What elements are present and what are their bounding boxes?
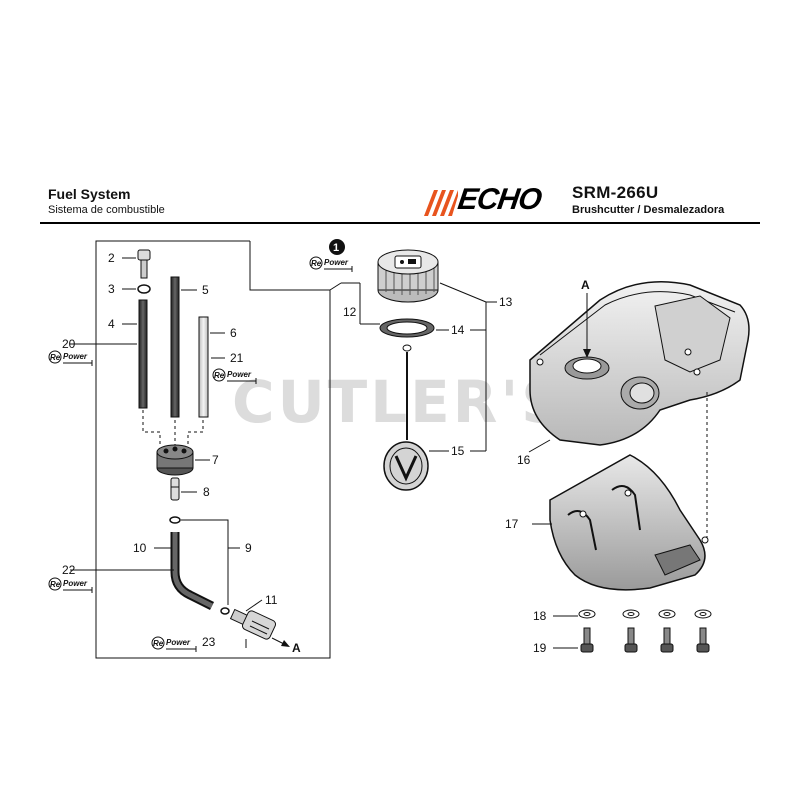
part-19-screws (580, 627, 710, 653)
header-divider (40, 222, 760, 224)
callout-4: 4 (108, 317, 115, 331)
callout-19: 19 (533, 641, 547, 655)
svg-text:Power: Power (324, 258, 349, 267)
part-4-fuel-line (138, 299, 148, 409)
marker-a-tank: A (581, 278, 590, 292)
left-group-frame (95, 240, 331, 659)
part-6-fuel-line (198, 316, 209, 418)
part-8-fitting (170, 477, 180, 501)
marker-a-tank-group: A (581, 278, 591, 358)
svg-text:Re: Re (50, 580, 61, 589)
callout-13: 13 (499, 295, 513, 309)
svg-text:Power: Power (227, 370, 252, 379)
section-title: Fuel System (48, 186, 131, 202)
callout-11: 11 (265, 593, 278, 607)
svg-text:Re: Re (311, 259, 322, 268)
repower-badge-1: 1 Re Power (309, 239, 353, 272)
callout-20: 20 (62, 337, 76, 351)
part-7-grommet (156, 444, 194, 476)
repower-badge-23: Re Power (151, 636, 197, 652)
callout-17: 17 (505, 517, 519, 531)
part-9-o-ring (169, 516, 181, 524)
callout-22: 22 (62, 563, 76, 577)
section-subtitle: Sistema de combustible (48, 204, 165, 216)
svg-text:Re: Re (50, 353, 61, 362)
repower-badge-20: Re Power (48, 350, 93, 366)
svg-text:Re: Re (153, 639, 164, 648)
callout-2: 2 (108, 251, 115, 265)
callout-21: 21 (230, 351, 244, 365)
model-number: SRM-266U (572, 183, 659, 202)
callout-12: 12 (343, 305, 357, 319)
assembly-dashes (142, 410, 204, 445)
callout-8: 8 (203, 485, 210, 499)
part-11-fuel-filter (220, 607, 277, 640)
callout-6: 6 (230, 326, 237, 340)
part-3-o-ring (137, 284, 151, 294)
svg-text:Power: Power (63, 352, 88, 361)
callout-10: 10 (133, 541, 147, 555)
repower-badge-22: Re Power (48, 577, 93, 593)
callout-1: 1 (333, 242, 339, 254)
callout-18: 18 (533, 609, 547, 623)
part-12-fuel-cap (377, 249, 439, 303)
part-5-fuel-line (170, 276, 180, 418)
callout-14: 14 (451, 323, 465, 337)
watermark: CUTLER'S (232, 368, 566, 436)
callout-9: 9 (245, 541, 252, 555)
part-14-gasket (379, 318, 435, 338)
echo-logo-stripes (424, 190, 458, 216)
svg-text:Re: Re (214, 371, 225, 380)
arrow-to-a (271, 637, 290, 647)
callout-15: 15 (451, 444, 465, 458)
callout-23: 23 (202, 635, 216, 649)
marker-a-filter: A (292, 641, 301, 655)
svg-text:Power: Power (166, 638, 191, 647)
model-description: Brushcutter / Desmalezadora (572, 204, 725, 216)
repower-badge-21: Re Power (212, 368, 257, 384)
leaders-left (70, 257, 263, 648)
svg-text:Power: Power (63, 579, 88, 588)
part-18-washers (578, 609, 712, 619)
callout-5: 5 (202, 283, 209, 297)
callout-3: 3 (108, 282, 115, 296)
part-16-fuel-tank (529, 280, 750, 446)
part-15-strainer (383, 344, 429, 491)
part-2-fitting (137, 249, 151, 279)
part-17-tank-cover (549, 454, 709, 591)
callout-16: 16 (517, 453, 531, 467)
callout-7: 7 (212, 453, 219, 467)
leaders-cap (329, 282, 497, 452)
